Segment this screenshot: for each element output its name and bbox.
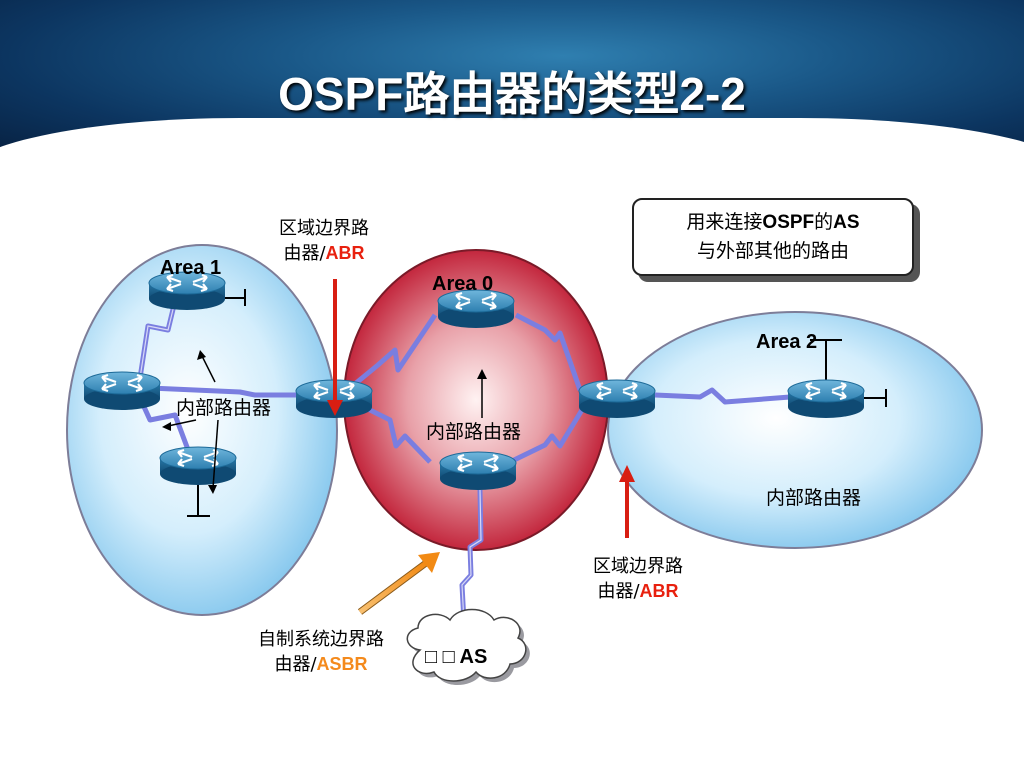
- callout-line1-bold2: AS: [833, 212, 860, 233]
- external-as-cloud: [406, 608, 530, 685]
- abr-top-label: 区域边界路 由器/ABR: [279, 218, 369, 264]
- internal-pointer-arrows: [167, 355, 483, 489]
- asbr-arrow: [357, 552, 440, 615]
- internal-router-label-area1: 内部路由器: [176, 397, 272, 419]
- callout-line2: 与外部其他的路由: [696, 240, 849, 262]
- area2-label: Area 2: [756, 331, 818, 353]
- callout-line1-prefix: 用来连接: [686, 211, 763, 233]
- title-banner: [0, 0, 1024, 160]
- callout-box: 用来连接OSPF的AS 与外部其他的路由: [632, 198, 914, 276]
- router-area1-bottom[interactable]: [158, 445, 238, 487]
- abr-arrow-top: [327, 279, 343, 416]
- internal-router-label-area0: 内部路由器: [426, 421, 522, 443]
- area1-label: Area 1: [160, 257, 222, 279]
- router-abr-right[interactable]: [577, 378, 657, 420]
- banner-sweep: [0, 118, 1024, 160]
- area0-label: Area 0: [432, 273, 494, 295]
- abr-bottom-label: 区域边界路 由器/ABR: [593, 556, 683, 602]
- external-as-label: □ □ AS: [425, 646, 488, 668]
- abr-arrow-bottom: [619, 465, 635, 538]
- area1-oval: [66, 244, 338, 616]
- callout-line1-mid: 的: [814, 211, 834, 233]
- router-area1-left[interactable]: [82, 370, 162, 412]
- callout-line1-bold: OSPF: [762, 212, 815, 233]
- area2-oval: [607, 311, 983, 549]
- router-area0-bottom[interactable]: [438, 450, 518, 492]
- internal-router-label-area2: 内部路由器: [766, 487, 862, 509]
- asbr-label: 自制系统边界路 由器/ASBR: [258, 629, 384, 675]
- slide-title: OSPF路由器的类型2-2: [278, 68, 746, 120]
- router-area2[interactable]: [786, 378, 866, 420]
